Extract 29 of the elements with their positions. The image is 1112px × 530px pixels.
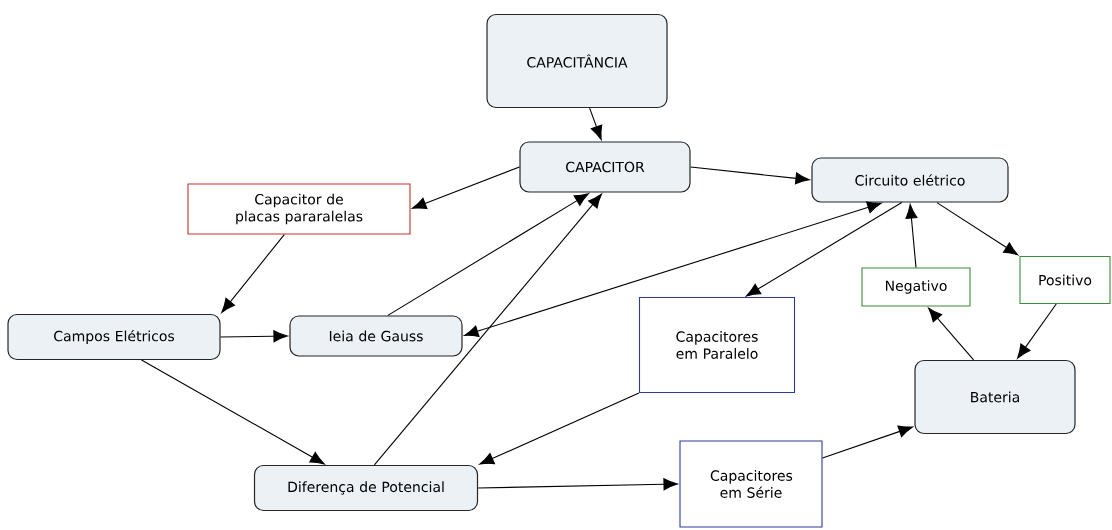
arrow [1017,303,1057,359]
arrow [589,107,603,140]
arrow [690,166,810,185]
concept-box: Positivo [1019,255,1111,305]
arrow [464,201,882,338]
concept-box: Negativo [861,267,971,307]
concept-box: Ieia de Gauss [289,315,463,357]
concept-box: Capacitor de placas pararalelas [187,183,411,235]
arrow [373,193,602,466]
concept-box: Circuito elétrico [811,157,1009,203]
arrow [746,202,903,297]
concept-box: CAPACITÂNCIA [486,13,668,109]
concept-box: Campos Elétricos [7,313,221,361]
arrow [220,330,288,343]
arrow [928,307,975,361]
concept-box: Capacitores em Paralelo [638,296,796,394]
concept-box: Bateria [914,359,1076,435]
arrow [141,359,325,465]
arrow [387,193,589,316]
arrow [936,202,1019,256]
arrow [411,166,520,210]
concept-box: Capacitores em Série [679,440,823,528]
arrow [905,204,918,268]
arrow [479,392,640,465]
concept-box: Diferença de Potencial [253,464,479,512]
arrow [822,425,913,459]
arrow [477,478,678,491]
concept-box: CAPACITOR [519,141,691,193]
arrow [221,234,285,313]
